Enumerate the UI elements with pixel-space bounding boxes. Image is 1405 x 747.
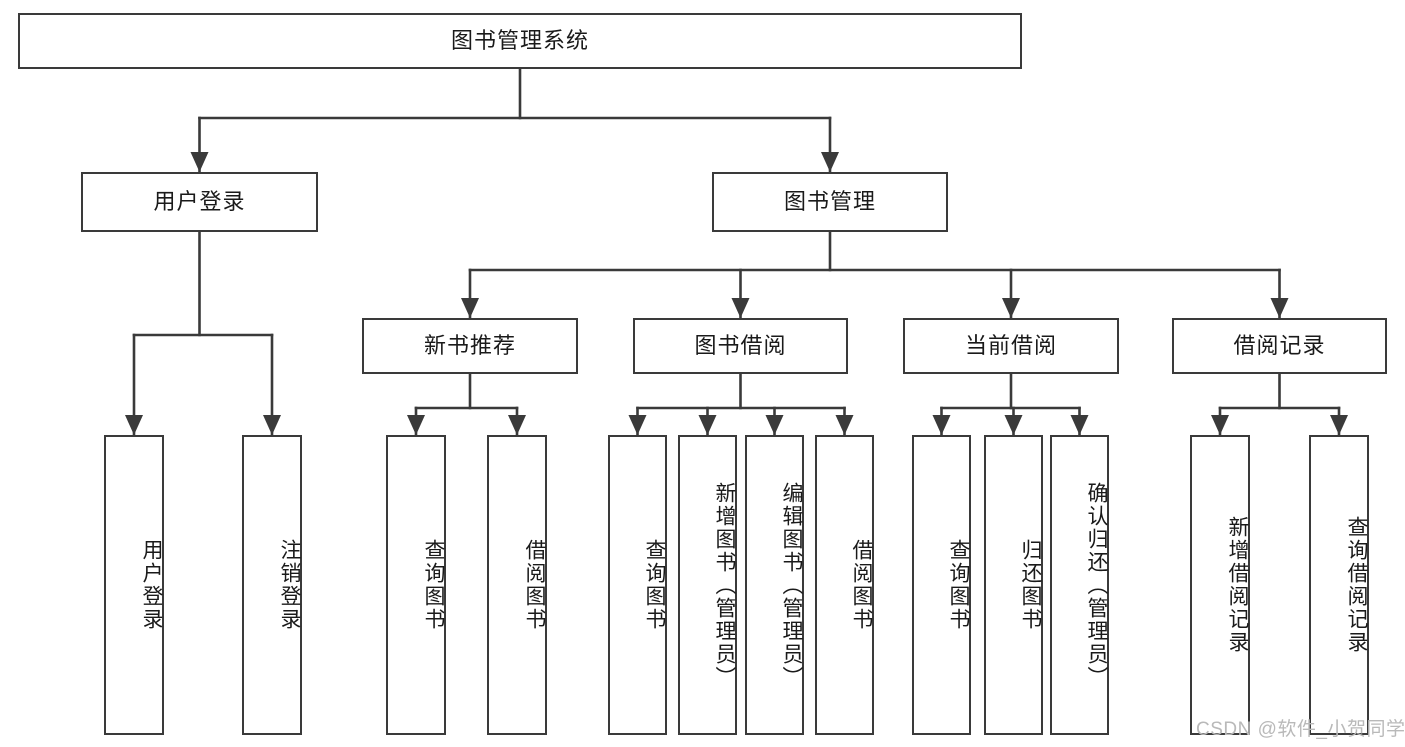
arrowhead-icon — [190, 152, 209, 172]
node-leaf_add_book: 新增图书（管理员） — [678, 435, 737, 735]
node-new_book_rec: 新书推荐 — [362, 318, 578, 374]
arrowhead-icon — [263, 415, 281, 435]
arrowhead-icon — [731, 298, 750, 318]
node-label: 用户登录 — [140, 539, 163, 631]
node-label: 查询图书 — [947, 539, 970, 631]
arrowhead-icon — [1070, 415, 1089, 435]
node-label: 确认归还（管理员） — [1085, 481, 1108, 689]
node-label: 归还图书 — [1019, 539, 1042, 631]
node-label: 图书管理系统 — [450, 27, 589, 53]
arrowhead-icon — [461, 298, 479, 318]
node-label: 借阅图书 — [850, 539, 873, 631]
node-leaf_return: 归还图书 — [984, 435, 1043, 735]
arrowhead-icon — [1270, 298, 1289, 318]
node-leaf_query_b2: 查询图书 — [608, 435, 667, 735]
arrowhead-icon — [125, 415, 143, 435]
node-label: 编辑图书（管理员） — [780, 481, 803, 689]
node-leaf_query_b1: 查询图书 — [386, 435, 446, 735]
node-book_borrow: 图书借阅 — [633, 318, 848, 374]
node-leaf_borrow_b1: 借阅图书 — [487, 435, 547, 735]
node-current_borrow: 当前借阅 — [903, 318, 1119, 374]
node-leaf_query_rec: 查询借阅记录 — [1309, 435, 1369, 735]
node-label: 查询图书 — [422, 539, 445, 631]
arrowhead-icon — [835, 415, 854, 435]
node-user_login: 用户登录 — [81, 172, 318, 232]
node-label: 借阅记录 — [1233, 332, 1326, 358]
node-borrow_record: 借阅记录 — [1172, 318, 1387, 374]
node-label: 当前借阅 — [964, 332, 1057, 358]
csdn-watermark: CSDN @软件_小贺同学 — [1196, 719, 1405, 740]
arrowhead-icon — [821, 152, 839, 172]
arrowhead-icon — [628, 415, 647, 435]
node-leaf_add_rec: 新增借阅记录 — [1190, 435, 1250, 735]
node-label: 图书借阅 — [694, 332, 787, 358]
arrowhead-icon — [508, 415, 526, 435]
node-label: 查询图书 — [643, 539, 666, 631]
arrowhead-icon — [407, 415, 425, 435]
node-label: 新增图书（管理员） — [713, 481, 736, 689]
arrowhead-icon — [1330, 415, 1348, 435]
node-label: 注销登录 — [278, 539, 301, 631]
node-root: 图书管理系统 — [18, 13, 1022, 69]
arrowhead-icon — [1004, 415, 1023, 435]
arrowhead-icon — [765, 415, 784, 435]
node-leaf_query_b3: 查询图书 — [912, 435, 971, 735]
node-leaf_confirm: 确认归还（管理员） — [1050, 435, 1109, 735]
arrowhead-icon — [1211, 415, 1229, 435]
node-leaf_logout: 注销登录 — [242, 435, 302, 735]
node-label: 借阅图书 — [523, 539, 546, 631]
arrowhead-icon — [698, 415, 717, 435]
node-leaf_edit_book: 编辑图书（管理员） — [745, 435, 804, 735]
node-label: 查询借阅记录 — [1345, 516, 1368, 654]
node-leaf_borrow_b2: 借阅图书 — [815, 435, 874, 735]
arrowhead-icon — [1002, 298, 1020, 318]
node-book_manage: 图书管理 — [712, 172, 948, 232]
node-label: 新书推荐 — [423, 332, 516, 358]
node-label: 用户登录 — [153, 188, 246, 214]
node-label: 新增借阅记录 — [1226, 516, 1249, 654]
arrowhead-icon — [932, 415, 951, 435]
node-label: 图书管理 — [783, 188, 876, 214]
node-leaf_user_login: 用户登录 — [104, 435, 164, 735]
